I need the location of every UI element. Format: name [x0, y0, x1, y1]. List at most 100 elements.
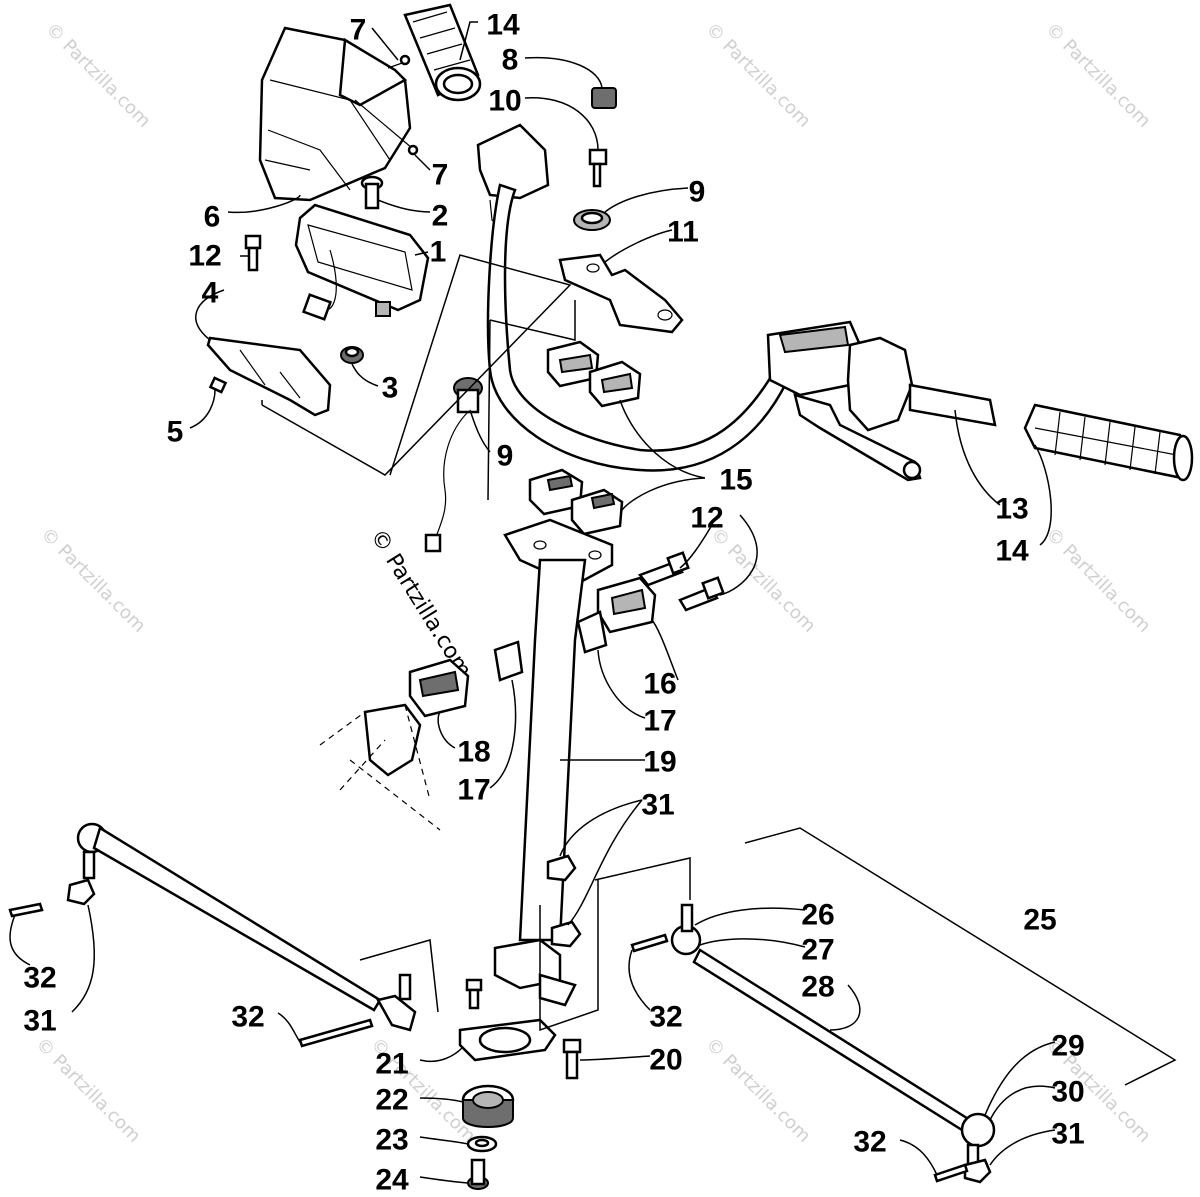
bolt-lower-left — [465, 978, 483, 1010]
callout-c7b: 7 — [432, 159, 449, 192]
bolt-2 — [360, 175, 384, 210]
callout-c7a: 7 — [350, 14, 367, 47]
callout-c26: 26 — [801, 899, 834, 932]
leader-lines — [9, 21, 1056, 1184]
right-grip — [1023, 403, 1194, 482]
ignition-switch — [424, 377, 483, 553]
callout-c12b: 12 — [690, 502, 723, 535]
callout-c27: 27 — [801, 934, 834, 967]
watermark: © Partzilla.com — [1041, 19, 1154, 132]
callout-c24: 24 — [375, 1164, 409, 1197]
callout-c5: 5 — [167, 416, 184, 449]
callout-c32d: 32 — [853, 1126, 886, 1159]
callout-c21: 21 — [375, 1048, 408, 1081]
grommet-3 — [340, 346, 364, 364]
callout-c19: 19 — [643, 746, 676, 779]
bolt-12-lower-a — [637, 551, 690, 587]
screw-7-top — [387, 54, 411, 69]
callout-c23: 23 — [375, 1124, 408, 1157]
bearing-22 — [461, 1084, 515, 1128]
callout-c4: 4 — [202, 277, 219, 310]
cotter-pin-32-right-upper — [630, 933, 669, 953]
callout-c3: 3 — [382, 372, 399, 405]
watermark: © Partzilla.com — [41, 19, 154, 132]
callout-c32b: 32 — [231, 1001, 264, 1034]
callout-c9b: 9 — [497, 440, 514, 473]
right-switch-housing — [846, 336, 914, 432]
watermark: © Partzilla.com — [701, 1034, 814, 1147]
watermark: © Partzilla.com — [1041, 524, 1154, 637]
bolt-12-lower-b — [678, 576, 725, 612]
ignition-key — [588, 148, 608, 188]
watermark: © Partzilla.com — [701, 19, 814, 132]
callout-c15: 15 — [719, 464, 752, 497]
callout-c17a: 17 — [643, 705, 676, 738]
bushing-17-left — [493, 640, 524, 682]
callout-c31b: 31 — [23, 1005, 56, 1038]
washer-23 — [466, 1135, 498, 1153]
callout-c25: 25 — [1023, 904, 1056, 937]
riser-plate — [503, 518, 614, 587]
frame-bracket — [319, 703, 441, 831]
callout-c9a: 9 — [689, 176, 706, 209]
callout-c8: 8 — [502, 44, 519, 77]
throttle-housing — [476, 123, 550, 231]
grouping-brackets — [261, 254, 1177, 1086]
nut-31-lower — [550, 920, 582, 948]
callout-c11: 11 — [667, 216, 699, 249]
watermark: © Partzilla.com — [706, 524, 819, 637]
nut-31-right — [963, 1158, 992, 1184]
watermark-group: © Partzilla.com © Partzilla.com © Partzi… — [31, 19, 1154, 1147]
mounting-bracket-11 — [558, 253, 684, 334]
riser-clamp-lower-left — [528, 468, 584, 516]
screw-7-lower — [354, 99, 419, 156]
handlebar-cover — [258, 26, 412, 202]
callout-c10: 10 — [488, 85, 521, 118]
nut-31-upper — [546, 854, 577, 882]
callout-c32a: 32 — [23, 962, 56, 995]
callout-c12a: 12 — [188, 240, 221, 273]
callout-c14b: 14 — [995, 535, 1029, 568]
speedometer — [294, 203, 430, 321]
left-grip — [403, 3, 482, 102]
ring-9-upper — [573, 209, 611, 231]
callout-c22: 22 — [375, 1084, 408, 1117]
callout-c2: 2 — [432, 200, 449, 233]
callout-c31a: 31 — [641, 789, 674, 822]
nut-31-left — [66, 878, 96, 906]
callout-c13: 13 — [995, 493, 1028, 526]
watermark: © Partzilla.com — [36, 524, 149, 637]
ignition-key-cap — [591, 87, 617, 109]
left-tie-rod — [76, 822, 417, 1032]
column-clamp-18 — [408, 658, 470, 718]
cotter-pin-32-right-lower — [933, 1163, 969, 1183]
right-bar-end — [908, 383, 997, 427]
speedometer-bracket — [206, 336, 332, 417]
watermark: © Partzilla.com — [31, 1034, 144, 1147]
callout-c32c: 32 — [649, 1001, 682, 1034]
callout-c18: 18 — [457, 736, 490, 769]
callout-c28: 28 — [801, 971, 834, 1004]
cotter-pin-32-center-left — [298, 1018, 374, 1048]
callout-c30: 30 — [1051, 1076, 1084, 1109]
cotter-pin-32-left — [8, 902, 44, 918]
bolt-20 — [562, 1038, 582, 1080]
callout-c29: 29 — [1051, 1030, 1084, 1063]
watermark-main: © Partzilla.com — [365, 525, 476, 682]
bushing-17-right — [576, 610, 608, 654]
brake-master-cylinder — [766, 320, 922, 482]
callout-c20: 20 — [649, 1044, 682, 1077]
clip-5 — [208, 376, 228, 394]
column-clamp-16 — [596, 576, 657, 634]
callout-c16: 16 — [643, 668, 676, 701]
riser-clamp-lower-right — [570, 488, 624, 536]
callout-c1: 1 — [430, 236, 447, 269]
callout-c14a: 14 — [486, 9, 520, 42]
riser-clamp-upper-right — [588, 360, 642, 408]
bolt-12-upper — [244, 234, 262, 272]
right-tie-rod — [670, 903, 996, 1171]
bolt-24 — [467, 1158, 489, 1190]
callout-c6: 6 — [204, 201, 221, 234]
